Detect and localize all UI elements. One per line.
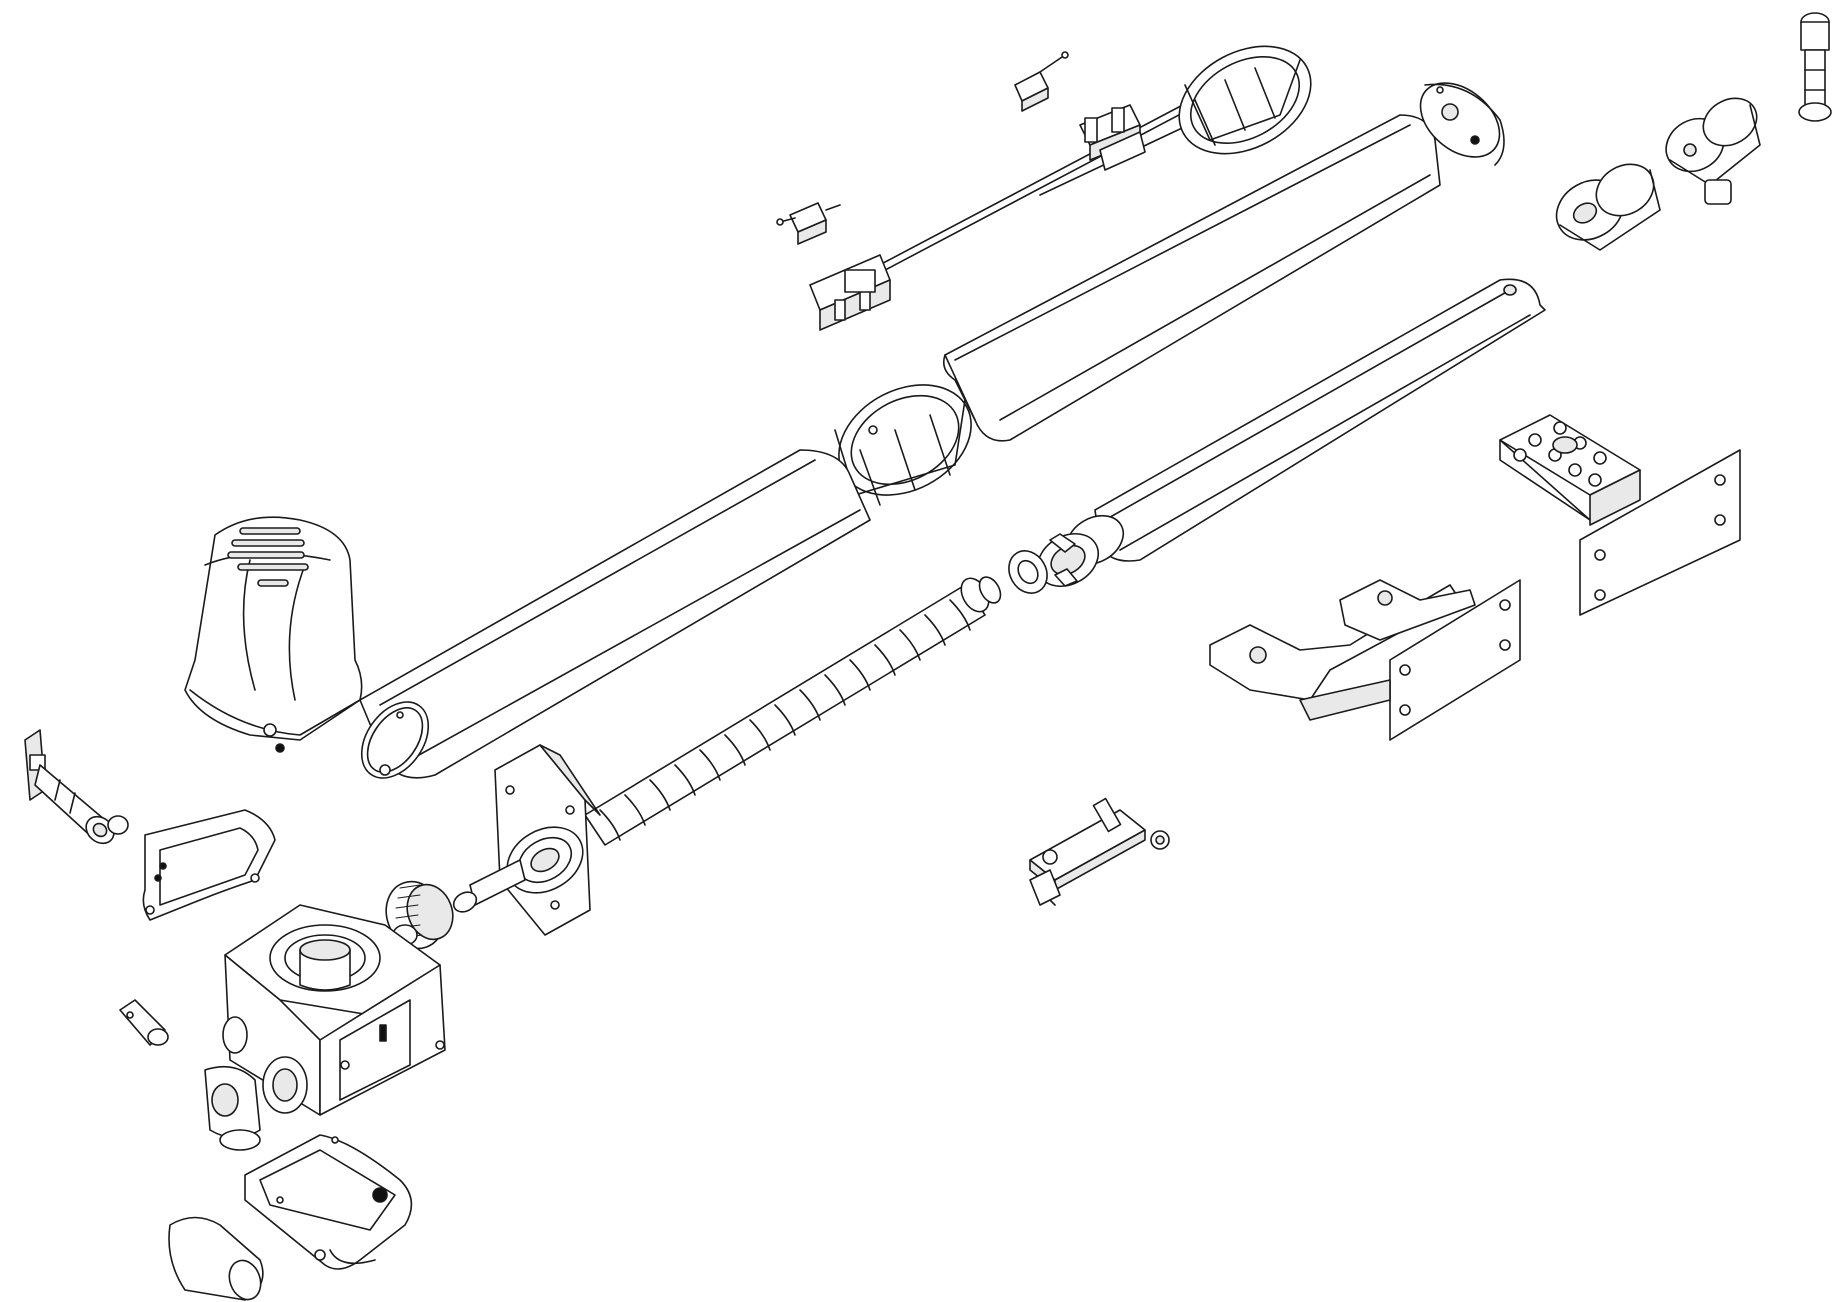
motor-cover (185, 517, 362, 752)
micro-switch-top (1015, 52, 1068, 111)
rod-end-fitting-b (1657, 89, 1766, 204)
bushing (205, 1067, 260, 1150)
end-cap-plate (1406, 68, 1514, 172)
micro-switch-left (777, 203, 840, 244)
drive-gear (377, 873, 460, 956)
capacitor (169, 1218, 266, 1302)
outer-tube (348, 450, 870, 790)
rear-cap (143, 810, 275, 920)
upper-tube (944, 115, 1440, 441)
clevis-pin (1799, 13, 1831, 121)
end-ring-top (1161, 25, 1330, 175)
cable-clip (120, 1000, 168, 1045)
push-rod (1001, 279, 1545, 600)
limit-switch-assembly (810, 80, 1250, 330)
end-ring-middle (820, 363, 991, 517)
gear-housing (223, 905, 445, 1115)
bottom-cap (245, 1135, 411, 1269)
front-bracket (1210, 580, 1520, 740)
screw-bearing-block (450, 745, 600, 935)
rear-bracket (1500, 415, 1740, 615)
lead-screw (585, 573, 1005, 845)
release-lever-pin (25, 730, 128, 849)
rod-end-fitting-a (1546, 154, 1663, 252)
release-clamp (1030, 799, 1169, 905)
